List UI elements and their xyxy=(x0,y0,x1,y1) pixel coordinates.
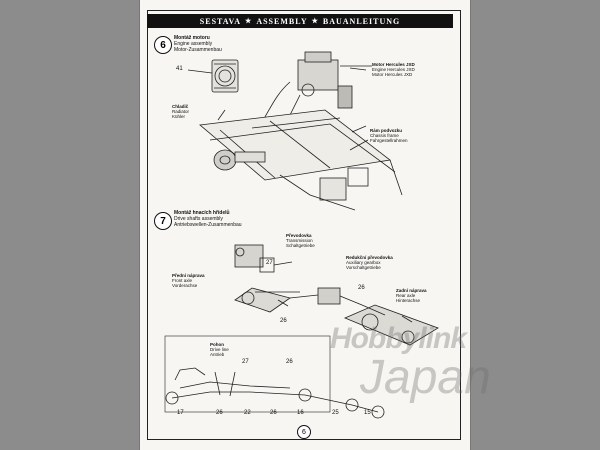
transmission-label-en: Transmission xyxy=(286,238,313,243)
step-6-title-cz: Montáž motoru xyxy=(174,35,210,41)
chassis-label-de: Fahrgestellrahmen xyxy=(370,138,408,143)
driveline-callout-26a: 26 xyxy=(216,410,223,416)
header-center: ASSEMBLY xyxy=(256,16,308,26)
instruction-page: SESTAVA ★ ASSEMBLY ★ BAUANLEITUNG xyxy=(140,0,470,450)
chassis-label: Rám podvozku Chassis frame Fahrgestellra… xyxy=(370,128,408,143)
page-number: 6 xyxy=(297,425,311,439)
aux-gearbox-label-de: Vorschaltgetriebe xyxy=(346,265,381,270)
header-left: SESTAVA xyxy=(199,16,242,26)
driveline-diagram xyxy=(164,335,385,419)
chassis-label-cz: Rám podvozku xyxy=(370,128,403,133)
aux-gearbox-drawing xyxy=(277,287,363,307)
front-axle-drawing xyxy=(234,287,300,313)
engine-label-en: Engine Hercules JXD xyxy=(372,67,415,72)
front-axle-label-cz: Přední náprava xyxy=(172,273,205,278)
callout-27: 27 xyxy=(266,260,273,266)
step-7-badge: 7 xyxy=(154,212,172,230)
watermark-line1: Hobbylink xyxy=(330,322,467,355)
chassis-label-en: Chassis frame xyxy=(370,133,399,138)
aux-gearbox-label-cz: Redukční převodovka xyxy=(346,255,393,260)
step-6-badge: 6 xyxy=(154,36,172,54)
radiator-label-en: Radiator xyxy=(172,109,190,114)
transmission-drawing xyxy=(234,244,293,273)
driveline-label-en: Drive line xyxy=(210,347,229,352)
page-frame xyxy=(147,10,461,440)
driveline-callout-15: 15 xyxy=(364,410,371,416)
step-7-title-en: Drive shafts assembly xyxy=(174,216,223,222)
front-axle-label-de: Vorderachse xyxy=(172,283,198,288)
engine-label-cz: Motor Hercules JXD xyxy=(372,62,415,67)
header-right: BAUANLEITUNG xyxy=(322,16,401,26)
rear-axle-label-de: Hinterachse xyxy=(396,298,421,303)
rear-axle-label-en: Rear axle xyxy=(396,293,416,298)
engine-label-de: Motor Hercules JXD xyxy=(372,72,413,77)
front-axle-label: Přední náprava Front axle Vorderachse xyxy=(172,273,205,288)
driveline-label-cz: Pohon xyxy=(210,342,224,347)
step-7-title-cz: Montáž hnacích hřídelů xyxy=(174,210,230,216)
engine-label: Motor Hercules JXD Engine Hercules JXD M… xyxy=(372,62,415,77)
driveline-callout-17: 17 xyxy=(177,410,184,416)
aux-gearbox-label: Redukční převodovka Auxiliary gearbox Vo… xyxy=(346,255,393,270)
page-header: SESTAVA ★ ASSEMBLY ★ BAUANLEITUNG xyxy=(147,14,453,28)
header-star-icon: ★ xyxy=(311,17,319,25)
chassis-drawing xyxy=(199,109,403,211)
driveline-callout-25: 25 xyxy=(332,410,339,416)
callout-26-right: 26 xyxy=(358,285,365,291)
driveline-label: Pohon Drive line Antrieb xyxy=(210,342,229,357)
driveline-callout-27: 27 xyxy=(242,359,249,365)
engine-drawing xyxy=(259,51,372,136)
callout-41: 41 xyxy=(176,66,183,72)
transmission-label: Převodovka Transmission Schaltgetriebe xyxy=(286,233,315,248)
callout-26-bottom: 26 xyxy=(280,318,287,324)
transmission-label-de: Schaltgetriebe xyxy=(286,243,315,248)
transmission-label-cz: Převodovka xyxy=(286,233,312,238)
rear-axle-label-cz: Zadní náprava xyxy=(396,288,427,293)
front-axle-label-en: Front axle xyxy=(172,278,193,283)
radiator-drawing xyxy=(187,59,239,93)
aux-gearbox-label-en: Auxiliary gearbox xyxy=(346,260,381,265)
step-7-title: Montáž hnacích hřídelů Drive shafts asse… xyxy=(174,210,242,228)
watermark-line2: Japan xyxy=(360,351,491,404)
rear-axle-label: Zadní náprava Rear axle Hinterachse xyxy=(396,288,427,303)
header-star-icon: ★ xyxy=(245,17,253,25)
driveline-callout-16: 16 xyxy=(297,410,304,416)
rear-axle-drawing xyxy=(343,304,439,346)
step-6-title-en: Engine assembly xyxy=(174,41,213,47)
step-6-title: Montáž motoru Engine assembly Motor-Zusa… xyxy=(174,35,222,53)
radiator-label: Chladič Radiator Kühler xyxy=(172,104,189,119)
driveline-callout-22: 22 xyxy=(244,410,251,416)
driveline-callout-26b: 26 xyxy=(270,410,277,416)
radiator-label-de: Kühler xyxy=(172,114,186,119)
assembly-drawings xyxy=(164,51,439,419)
driveline-callout-26-top: 26 xyxy=(286,359,293,365)
radiator-label-cz: Chladič xyxy=(172,104,189,109)
driveline-label-de: Antrieb xyxy=(210,352,225,357)
step-6-title-de: Motor-Zusammenbau xyxy=(174,47,222,53)
step-7-title-de: Antriebswellen-Zusammenbau xyxy=(174,222,242,228)
